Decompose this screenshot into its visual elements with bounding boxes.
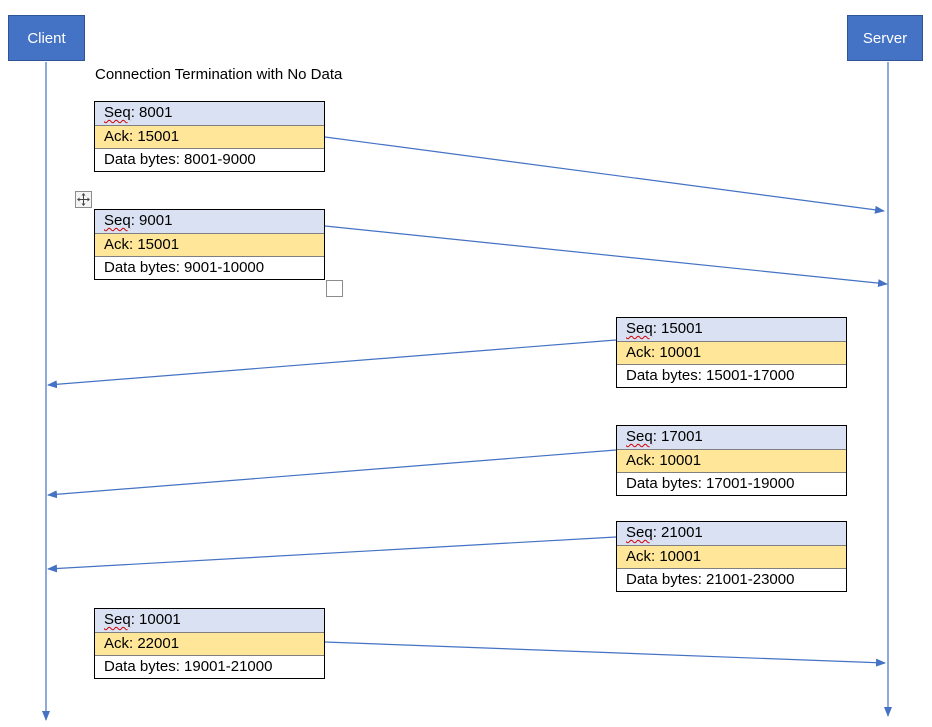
data-row: Data bytes: 15001-17000 <box>617 364 846 387</box>
seq-row: Seq: 21001 <box>617 522 846 545</box>
seq-prefix: Seq <box>104 212 131 229</box>
client-label: Client <box>27 29 66 47</box>
move-arrows-glyph <box>77 193 90 206</box>
seq-prefix: Seq <box>104 104 131 121</box>
server-endpoint: Server <box>847 15 923 61</box>
segment-box[interactable]: Seq: 8001 Ack: 15001 Data bytes: 8001-90… <box>94 101 325 172</box>
arrow-segment-3 <box>47 339 617 389</box>
move-arrows-icon[interactable] <box>75 191 92 208</box>
seq-row: Seq: 17001 <box>617 426 846 449</box>
seq-value: : 15001 <box>652 320 703 337</box>
seq-row: Seq: 15001 <box>617 318 846 341</box>
seq-prefix: Seq <box>626 320 653 337</box>
arrow-segment-2 <box>324 225 888 288</box>
seq-row: Seq: 8001 <box>95 102 324 125</box>
seq-value: : 9001 <box>130 212 173 229</box>
ack-row: Ack: 10001 <box>617 341 846 364</box>
resize-handle-icon[interactable] <box>326 280 343 297</box>
server-label: Server <box>862 29 908 47</box>
ack-row: Ack: 15001 <box>95 125 324 148</box>
data-row: Data bytes: 21001-23000 <box>617 568 846 591</box>
data-row: Data bytes: 19001-21000 <box>95 655 324 678</box>
seq-prefix: Seq <box>626 524 653 541</box>
seq-row: Seq: 10001 <box>95 609 324 632</box>
client-endpoint: Client <box>8 15 85 61</box>
seq-value: : 10001 <box>130 611 181 628</box>
ack-row: Ack: 22001 <box>95 632 324 655</box>
segment-box[interactable]: Seq: 15001 Ack: 10001 Data bytes: 15001-… <box>616 317 847 388</box>
seq-value: : 21001 <box>652 524 703 541</box>
data-row: Data bytes: 17001-19000 <box>617 472 846 495</box>
seq-prefix: Seq <box>626 428 653 445</box>
ack-row: Ack: 10001 <box>617 449 846 472</box>
data-row: Data bytes: 9001-10000 <box>95 256 324 279</box>
ack-row: Ack: 15001 <box>95 233 324 256</box>
arrow-segment-5 <box>47 536 617 573</box>
arrow-segment-1 <box>324 136 885 214</box>
seq-value: : 8001 <box>130 104 173 121</box>
diagram-title: Connection Termination with No Data <box>95 66 343 83</box>
segment-box[interactable]: Seq: 10001 Ack: 22001 Data bytes: 19001-… <box>94 608 325 679</box>
ack-row: Ack: 10001 <box>617 545 846 568</box>
segment-box[interactable]: Seq: 21001 Ack: 10001 Data bytes: 21001-… <box>616 521 847 592</box>
arrow-segment-4 <box>47 449 617 499</box>
seq-row: Seq: 9001 <box>95 210 324 233</box>
seq-prefix: Seq <box>104 611 131 628</box>
segment-box[interactable]: Seq: 17001 Ack: 10001 Data bytes: 17001-… <box>616 425 847 496</box>
arrow-segment-6 <box>324 641 886 667</box>
seq-value: : 17001 <box>652 428 703 445</box>
data-row: Data bytes: 8001-9000 <box>95 148 324 171</box>
segment-box[interactable]: Seq: 9001 Ack: 15001 Data bytes: 9001-10… <box>94 209 325 280</box>
